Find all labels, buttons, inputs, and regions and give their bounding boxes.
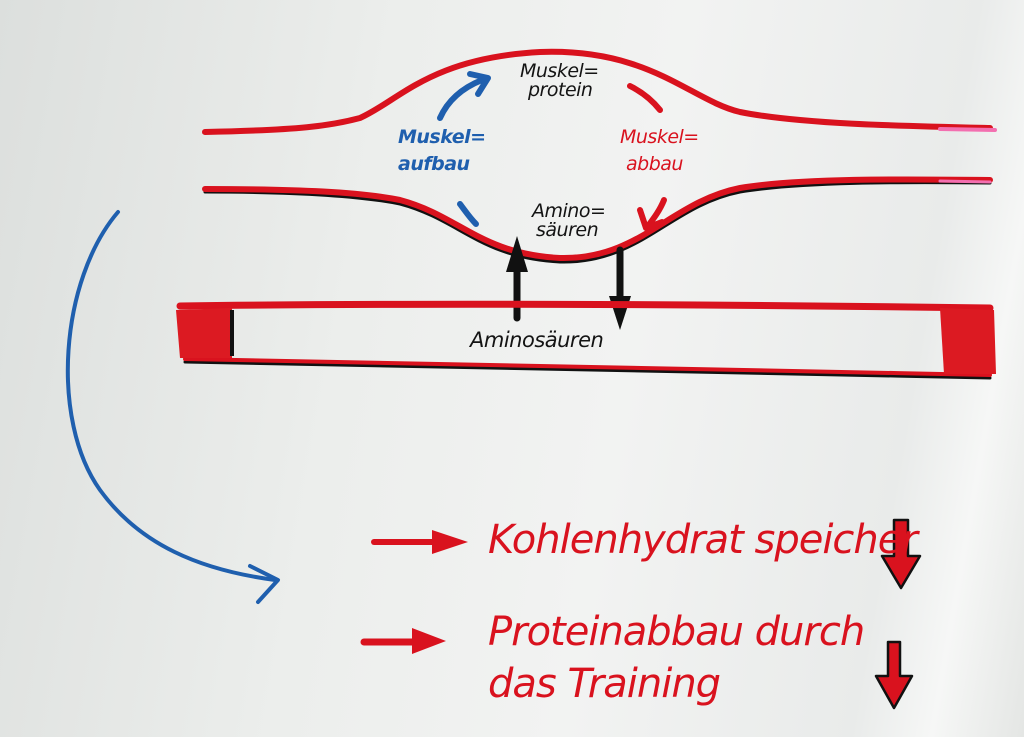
conclusion-1-text: Kohlenhydrat speicher	[488, 517, 918, 563]
muscle-breakdown-label: Muskel= abbau	[620, 128, 699, 174]
amino-acids-fiber-line2: säuren	[536, 219, 599, 241]
muscle-build-label: Muskel= aufbau	[398, 128, 486, 174]
muscle-breakdown-line2: abbau	[626, 153, 683, 175]
trend-down-arrow-2-icon	[874, 640, 914, 710]
trend-down-arrow-1-icon	[880, 518, 922, 590]
amino-acids-fiber-label: Amino= säuren	[532, 200, 606, 241]
muscle-build-line1: Muskel=	[398, 126, 486, 148]
bullet-arrow-1-icon	[371, 530, 468, 554]
muscle-protein-line2: protein	[528, 79, 593, 101]
conclusion-2-text: Proteinabbau durch das Training	[488, 609, 865, 707]
consequence-curve-arrow-icon	[65, 210, 280, 604]
muscle-protein-label: Muskel= protein	[520, 62, 599, 100]
muscle-protein-line1: Muskel=	[520, 60, 599, 82]
release-arrow-down-icon	[609, 246, 631, 330]
amino-acids-vessel-label: Aminosäuren	[470, 328, 604, 352]
blood-vessel-tube	[176, 300, 996, 380]
build-cycle-arrow-icon	[437, 71, 491, 227]
amino-acids-fiber-line1: Amino=	[532, 200, 606, 222]
bullet-arrow-2-icon	[360, 628, 446, 654]
muscle-breakdown-line1: Muskel=	[620, 126, 699, 148]
muscle-build-line2: aufbau	[398, 153, 470, 175]
breakdown-cycle-arrow-icon	[627, 83, 667, 231]
conclusion-2-line2: das Training	[488, 661, 721, 707]
conclusion-2-line1: Proteinabbau durch	[488, 609, 865, 655]
muscle-fiber-outline	[202, 48, 997, 264]
